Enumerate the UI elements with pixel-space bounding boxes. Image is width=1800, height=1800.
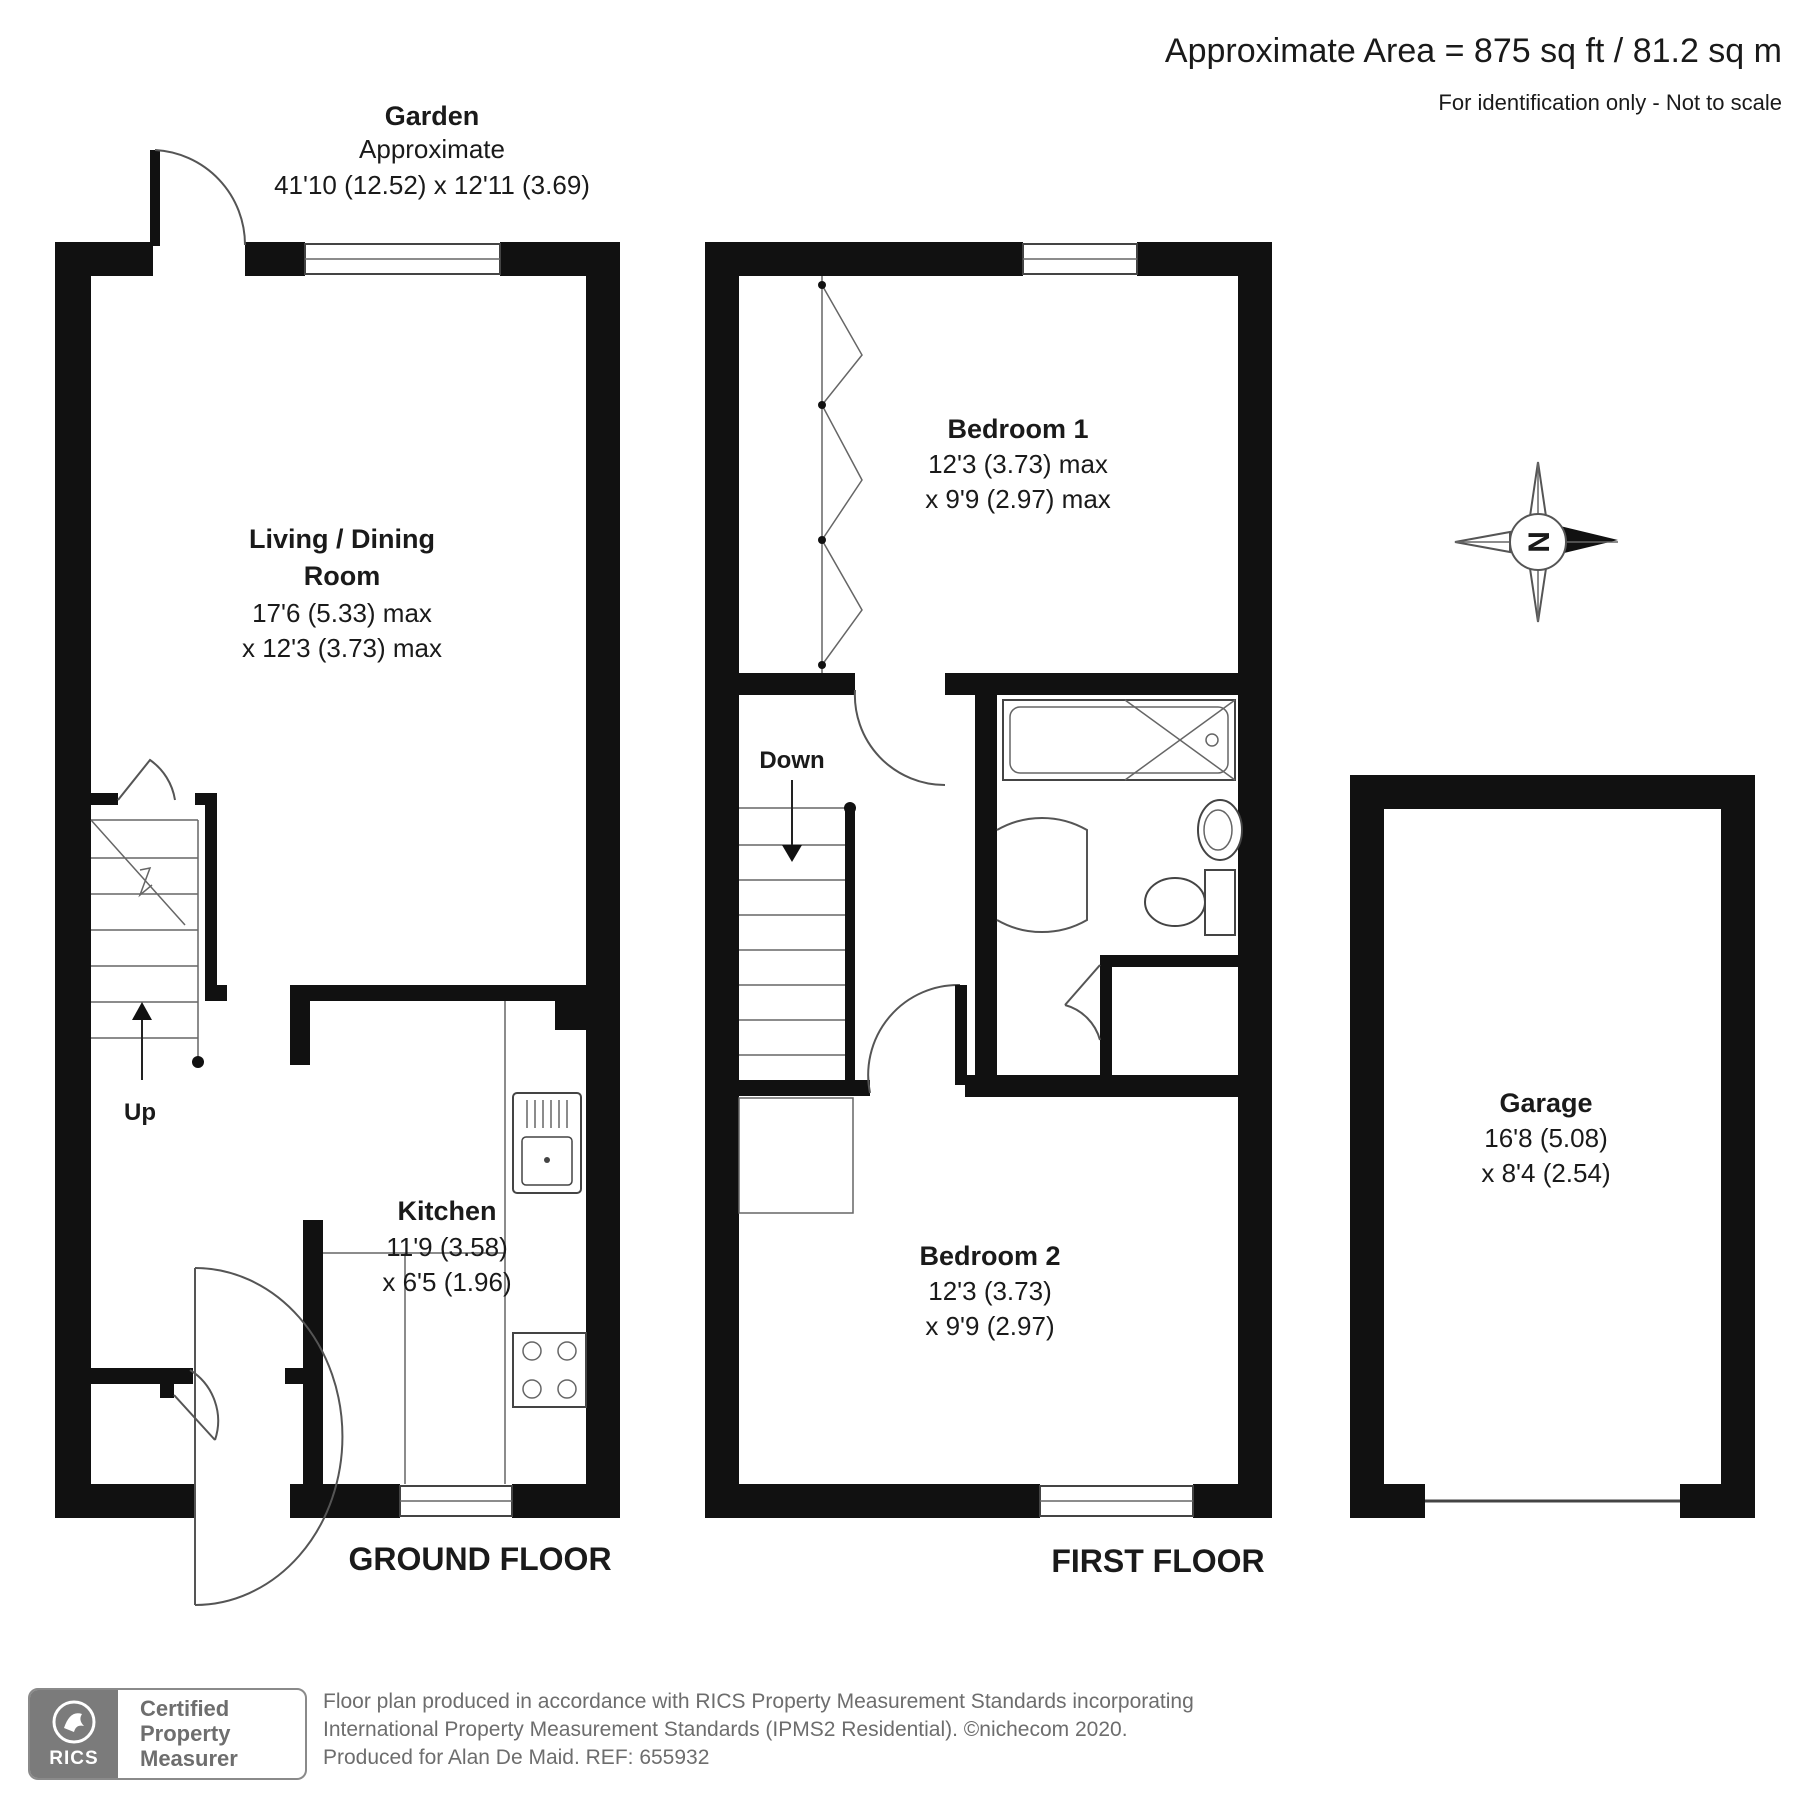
garden-approx: Approximate bbox=[359, 134, 505, 164]
footer-line-3: Produced for Alan De Maid. REF: 655932 bbox=[323, 1746, 710, 1769]
badge-line-1: Certified bbox=[140, 1696, 230, 1721]
kitchen-dim-2: x 6'5 (1.96) bbox=[382, 1267, 511, 1297]
bath-icon bbox=[1002, 699, 1236, 781]
bedroom2-dim-2: x 9'9 (2.97) bbox=[925, 1311, 1054, 1341]
ff-stairs bbox=[738, 780, 856, 1214]
basin-icon bbox=[1197, 799, 1243, 861]
ground-floor-label: GROUND FLOOR bbox=[348, 1541, 611, 1577]
gf-wall-left bbox=[55, 242, 91, 1518]
first-floor-plan: Down bbox=[705, 242, 1272, 1518]
gf-wall-kitchen-top bbox=[290, 985, 586, 1001]
bedroom1-dim-2: x 9'9 (2.97) max bbox=[925, 484, 1111, 514]
footer-line-2: International Property Measurement Stand… bbox=[323, 1718, 1128, 1741]
hob-icon bbox=[512, 1332, 587, 1408]
bedroom1-dim-1: 12'3 (3.73) max bbox=[928, 449, 1108, 479]
badge-line-3: Measurer bbox=[140, 1746, 238, 1771]
compass-icon: N bbox=[1454, 461, 1618, 623]
badge-line-2: Property bbox=[140, 1721, 231, 1746]
garden-dimensions: 41'10 (12.52) x 12'11 (3.69) bbox=[274, 170, 590, 200]
living-room-name-1: Living / Dining bbox=[249, 524, 435, 554]
footer-line-1: Floor plan produced in accordance with R… bbox=[323, 1690, 1194, 1713]
compass-letter: N bbox=[1522, 531, 1555, 553]
garage-dim-1: 16'8 (5.08) bbox=[1484, 1123, 1608, 1153]
ground-floor-plan: Up bbox=[55, 149, 620, 1606]
living-room-dim-2: x 12'3 (3.73) max bbox=[242, 633, 442, 663]
gf-wall-bottom-left bbox=[55, 1484, 195, 1518]
rics-logo-text: RICS bbox=[49, 1748, 99, 1769]
gf-wall-kitchen-left bbox=[303, 1220, 323, 1490]
bedroom2-dim-1: 12'3 (3.73) bbox=[928, 1276, 1052, 1306]
gf-wall-bottom-right bbox=[512, 1484, 620, 1518]
up-arrow-icon bbox=[132, 1002, 152, 1020]
gf-wall-top-mid bbox=[245, 242, 305, 276]
rics-badge: RICS Certified Property Measurer bbox=[28, 1688, 307, 1780]
bedroom2-name: Bedroom 2 bbox=[919, 1241, 1060, 1271]
living-room-name-2: Room bbox=[304, 561, 381, 591]
kitchen-dim-1: 11'9 (3.58) bbox=[386, 1232, 508, 1262]
sink-icon bbox=[512, 1092, 582, 1194]
area-summary: Approximate Area = 875 sq ft / 81.2 sq m bbox=[1165, 32, 1782, 70]
wardrobe-doors bbox=[818, 276, 863, 673]
toilet-icon bbox=[1144, 869, 1236, 936]
garage-dim-2: x 8'4 (2.54) bbox=[1481, 1158, 1610, 1188]
gf-wall-right bbox=[586, 242, 620, 1518]
footer-notes: Floor plan produced in accordance with R… bbox=[323, 1688, 1423, 1772]
ff-stairs-label: Down bbox=[759, 747, 824, 774]
living-room-dim-1: 17'6 (5.33) max bbox=[252, 598, 432, 628]
rics-logo: RICS bbox=[30, 1690, 118, 1778]
down-arrow-icon bbox=[782, 845, 802, 862]
garage-plan bbox=[1350, 775, 1755, 1518]
gf-stairs bbox=[90, 819, 204, 1080]
scale-disclaimer: For identification only - Not to scale bbox=[1438, 90, 1782, 115]
gf-stairs-label: Up bbox=[124, 1099, 156, 1126]
first-floor-label: FIRST FLOOR bbox=[1051, 1543, 1264, 1579]
kitchen-name: Kitchen bbox=[397, 1196, 496, 1226]
garden-label: Garden bbox=[385, 101, 480, 131]
bedroom1-name: Bedroom 1 bbox=[947, 414, 1088, 444]
garage-name: Garage bbox=[1499, 1088, 1592, 1118]
lion-icon bbox=[52, 1700, 96, 1744]
